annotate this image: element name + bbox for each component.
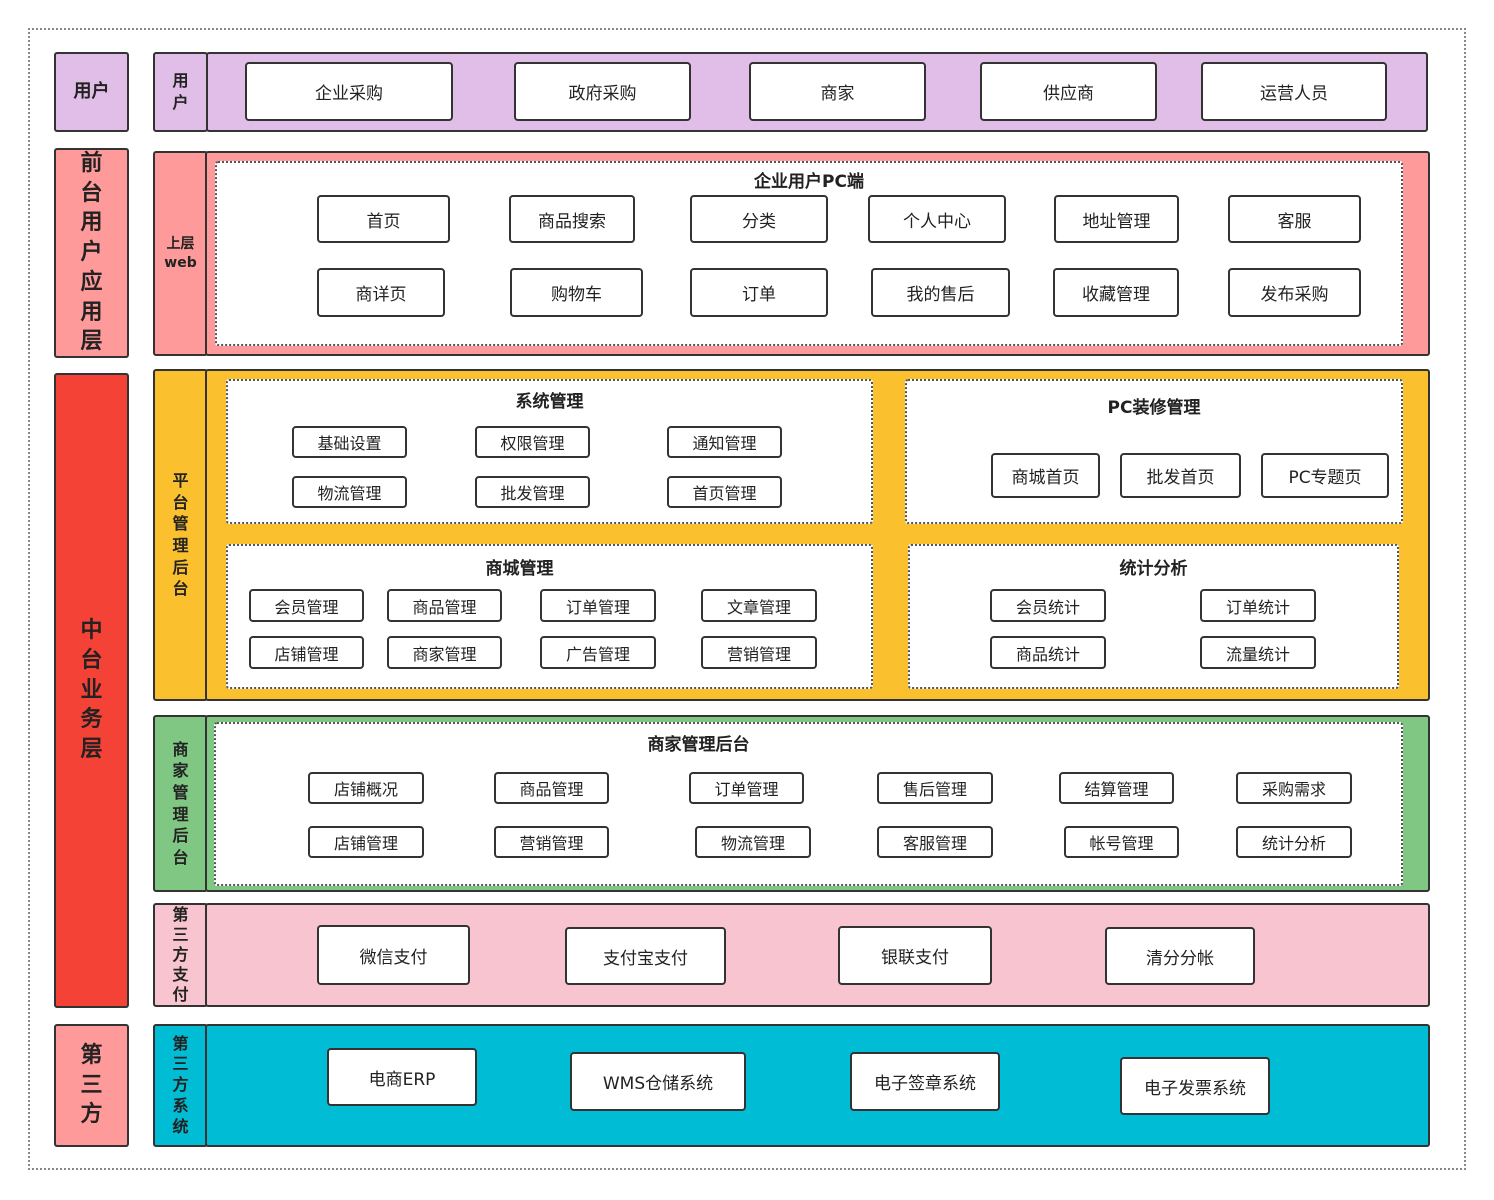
pc-client-item: 购物车 — [510, 268, 643, 317]
mall-mgmt-item: 广告管理 — [540, 636, 656, 669]
stats-panel: 统计分析 — [908, 544, 1399, 689]
layer-label-third: 第三方 — [54, 1024, 129, 1147]
user-box: 商家 — [749, 62, 926, 121]
sublabel-user: 用户 — [153, 52, 208, 132]
pc-client-item: 个人中心 — [868, 195, 1006, 243]
pc-client-item: 客服 — [1228, 195, 1361, 243]
merchant-item: 店铺管理 — [308, 826, 424, 858]
pc-client-item: 地址管理 — [1054, 195, 1179, 243]
pc-decor-title: PC装修管理 — [1107, 398, 1201, 418]
sublabel-platform: 平台管理后台 — [153, 369, 208, 701]
mall-mgmt-item: 店铺管理 — [249, 636, 364, 669]
pc-decor-panel: PC装修管理 — [905, 379, 1403, 524]
system-mgmt-item: 基础设置 — [292, 426, 407, 458]
layer-label-middle-text: 中台业务层 — [80, 618, 103, 763]
sublabel-user-text: 用户 — [172, 71, 189, 112]
pc-client-panel: 企业用户PC端 — [215, 161, 1403, 346]
pc-client-item: 商品搜索 — [509, 195, 635, 243]
payment-item: 银联支付 — [838, 926, 992, 985]
mall-mgmt-item: 营销管理 — [701, 636, 817, 669]
merchant-item: 结算管理 — [1059, 772, 1174, 804]
payment-item: 微信支付 — [317, 925, 470, 985]
sublabel-merchant: 商家管理后台 — [153, 715, 208, 892]
system-item: 电子发票系统 — [1120, 1057, 1270, 1115]
system-mgmt-item: 首页管理 — [667, 476, 782, 508]
layer-label-frontend: 前台用户应用层 — [54, 148, 129, 358]
sublabel-system-text: 第三方系统 — [172, 1033, 189, 1136]
system-mgmt-item: 物流管理 — [292, 476, 407, 508]
stats-item: 会员统计 — [990, 589, 1106, 622]
system-mgmt-title: 系统管理 — [515, 392, 584, 412]
sublabel-payment-text: 第三方支付 — [172, 905, 189, 1004]
pc-decor-item: PC专题页 — [1261, 453, 1389, 498]
merchant-item: 订单管理 — [689, 772, 804, 804]
merchant-panel: 商家管理后台 — [214, 722, 1403, 886]
user-box: 供应商 — [980, 62, 1157, 121]
system-mgmt-item: 通知管理 — [667, 426, 782, 458]
pc-client-item: 收藏管理 — [1053, 268, 1179, 317]
sublabel-web-line2: web — [164, 254, 197, 271]
merchant-item: 商品管理 — [494, 772, 609, 804]
merchant-item: 售后管理 — [877, 772, 993, 804]
layer-label-middle: 中台业务层 — [54, 373, 129, 1008]
system-mgmt-item: 批发管理 — [475, 476, 590, 508]
pc-client-item: 首页 — [317, 195, 450, 243]
pc-client-item: 订单 — [690, 268, 828, 317]
stats-item: 订单统计 — [1200, 589, 1316, 622]
pc-client-item: 发布采购 — [1228, 268, 1361, 317]
mall-mgmt-title: 商城管理 — [485, 559, 554, 579]
user-box: 政府采购 — [514, 62, 691, 121]
stats-item: 流量统计 — [1200, 636, 1316, 669]
sublabel-web: 上层 web — [153, 151, 208, 356]
sublabel-merchant-text: 商家管理后台 — [172, 739, 189, 867]
system-item: 电子签章系统 — [850, 1052, 1000, 1111]
system-item: WMS仓储系统 — [570, 1052, 746, 1111]
stats-title: 统计分析 — [1119, 559, 1188, 579]
mall-mgmt-item: 会员管理 — [249, 589, 364, 622]
system-mgmt-item: 权限管理 — [475, 426, 590, 458]
merchant-panel-title: 商家管理后台 — [647, 735, 750, 755]
merchant-item: 营销管理 — [494, 826, 609, 858]
sublabel-payment: 第三方支付 — [153, 903, 208, 1007]
merchant-item: 客服管理 — [877, 826, 993, 858]
merchant-item: 采购需求 — [1236, 772, 1352, 804]
layer-label-user: 用户 — [54, 52, 129, 132]
sublabel-web-line1: 上层 — [166, 236, 195, 253]
mall-mgmt-item: 文章管理 — [701, 589, 817, 622]
mall-mgmt-item: 商家管理 — [387, 636, 502, 669]
payment-item: 清分分帐 — [1105, 927, 1255, 985]
sublabel-platform-text: 平台管理后台 — [172, 471, 189, 599]
layer-label-third-text: 第三方 — [80, 1042, 103, 1128]
payment-item: 支付宝支付 — [565, 927, 726, 985]
user-box: 企业采购 — [245, 62, 453, 121]
pc-client-item: 分类 — [690, 195, 828, 243]
mall-mgmt-item: 商品管理 — [387, 589, 502, 622]
layer-label-user-text: 用户 — [73, 80, 110, 102]
merchant-item: 帐号管理 — [1064, 826, 1179, 858]
pc-client-item: 我的售后 — [871, 268, 1010, 317]
diagram-border — [28, 28, 1466, 1170]
sublabel-system: 第三方系统 — [153, 1024, 208, 1147]
pc-client-title: 企业用户PC端 — [754, 172, 864, 192]
layer-label-frontend-text: 前台用户应用层 — [80, 151, 103, 355]
pc-decor-item: 批发首页 — [1120, 453, 1241, 498]
pc-client-item: 商详页 — [317, 268, 445, 317]
merchant-item: 物流管理 — [695, 826, 811, 858]
merchant-item: 店铺概况 — [308, 772, 424, 804]
mall-mgmt-item: 订单管理 — [540, 589, 656, 622]
pc-decor-item: 商城首页 — [991, 453, 1100, 498]
user-box: 运营人员 — [1201, 62, 1387, 121]
stats-item: 商品统计 — [990, 636, 1106, 669]
system-item: 电商ERP — [327, 1048, 477, 1106]
merchant-item: 统计分析 — [1236, 826, 1352, 858]
